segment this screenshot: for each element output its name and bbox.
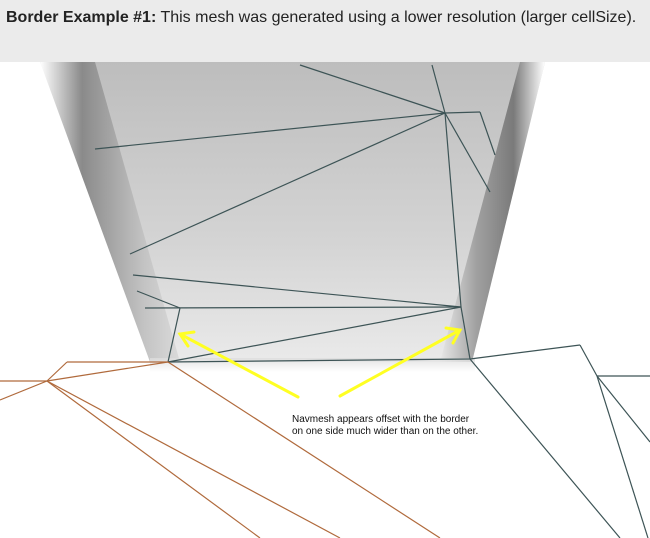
figure-caption: Border Example #1: This mesh was generat…	[0, 0, 650, 62]
navmesh-screenshot: Navmesh appears offset with the border o…	[0, 62, 650, 538]
annotation-line-2: on one side much wider than on the other…	[292, 426, 479, 437]
caption-label: Border Example #1:	[6, 9, 157, 26]
right-wall	[440, 62, 545, 362]
left-wall	[40, 62, 180, 362]
back-wall	[40, 62, 545, 362]
right-arrow-head	[444, 326, 463, 345]
corridor-geometry	[40, 62, 545, 372]
navmesh-render	[0, 62, 650, 538]
annotation-text: Navmesh appears offset with the border o…	[292, 414, 532, 438]
caption-text: This mesh was generated using a lower re…	[156, 9, 637, 26]
annotation-line-1: Navmesh appears offset with the border	[292, 414, 470, 425]
annotation-arrows	[177, 326, 463, 399]
right-arrow	[338, 328, 462, 398]
left-arrow	[178, 332, 300, 399]
left-arrow-head	[177, 330, 196, 348]
ground-mesh-edges	[0, 361, 441, 538]
